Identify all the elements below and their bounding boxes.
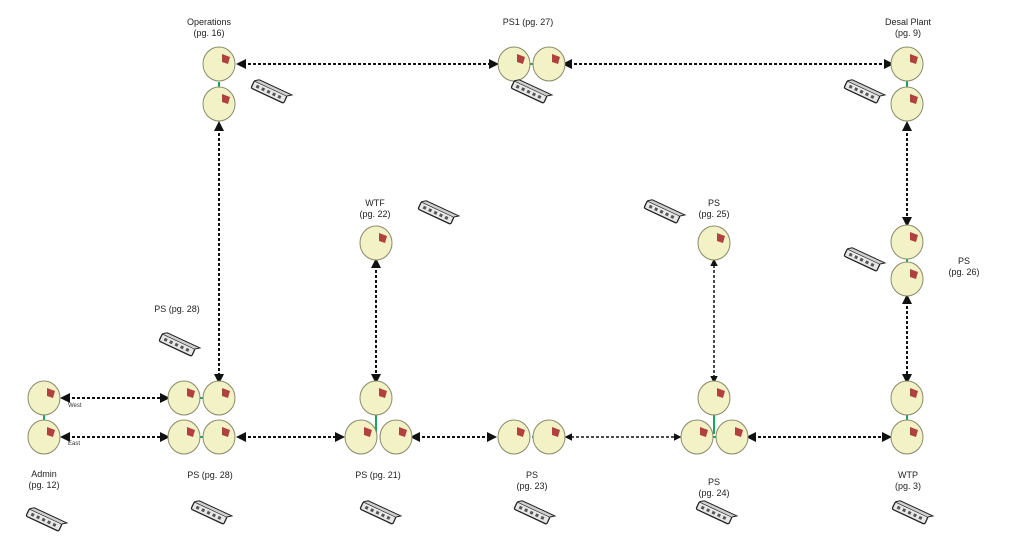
site-label-ps24: PS(pg. 24) bbox=[698, 477, 730, 498]
router-node-icon bbox=[532, 419, 566, 455]
router-node-icon bbox=[497, 46, 531, 82]
router-node-icon bbox=[344, 419, 378, 455]
router-node-icon bbox=[890, 86, 924, 122]
site-label-ps28-top: PS (pg. 28) bbox=[154, 304, 200, 314]
switch-icon bbox=[25, 507, 69, 532]
router-node-icon bbox=[202, 419, 236, 455]
router-node-icon bbox=[680, 419, 714, 455]
router-node-icon bbox=[497, 419, 531, 455]
site-label-desal-plant: Desal Plant(pg. 9) bbox=[884, 17, 932, 38]
switch-icon bbox=[843, 79, 887, 104]
switch-icon bbox=[359, 500, 403, 525]
site-label-admin: Admin(pg. 12) bbox=[28, 469, 60, 490]
router-node-icon bbox=[167, 419, 201, 455]
router-node-icon bbox=[202, 380, 236, 416]
site-label-ps1: PS1 (pg. 27) bbox=[502, 17, 554, 27]
switch-icon bbox=[643, 199, 687, 224]
site-label-ps23: PS(pg. 23) bbox=[516, 470, 548, 491]
switch-devices bbox=[25, 79, 935, 532]
local-links bbox=[43, 63, 908, 438]
site-label-wtf: WTF(pg. 22) bbox=[359, 198, 391, 219]
site-label-ps28-bottom: PS (pg. 28) bbox=[187, 470, 233, 480]
site-label-ps26: PS(pg. 26) bbox=[948, 256, 980, 277]
router-node-icon bbox=[27, 380, 61, 416]
router-node-icon bbox=[202, 86, 236, 122]
link-label-east: East bbox=[68, 441, 81, 447]
router-nodes bbox=[27, 46, 924, 455]
router-node-icon bbox=[890, 419, 924, 455]
switch-icon bbox=[250, 79, 294, 104]
site-label-ps25: PS(pg. 25) bbox=[698, 198, 730, 219]
router-node-icon bbox=[27, 419, 61, 455]
fiber-links bbox=[60, 59, 912, 442]
router-node-icon bbox=[890, 261, 924, 297]
router-node-icon bbox=[697, 225, 731, 261]
router-node-icon bbox=[890, 380, 924, 416]
site-label-wtp: WTP(pg. 3) bbox=[894, 470, 922, 491]
router-node-icon bbox=[359, 380, 393, 416]
switch-icon bbox=[190, 500, 234, 525]
router-node-icon bbox=[379, 419, 413, 455]
router-node-icon bbox=[167, 380, 201, 416]
switch-icon bbox=[843, 247, 887, 272]
router-node-icon bbox=[890, 46, 924, 82]
site-label-ps21: PS (pg. 21) bbox=[355, 470, 401, 480]
site-label-operations: Operations(pg. 16) bbox=[186, 17, 232, 38]
switch-icon bbox=[158, 332, 202, 357]
router-node-icon bbox=[697, 380, 731, 416]
router-node-icon bbox=[359, 225, 393, 261]
router-node-icon bbox=[715, 419, 749, 455]
switch-icon bbox=[510, 79, 554, 104]
switch-icon bbox=[891, 500, 935, 525]
router-node-icon bbox=[202, 46, 236, 82]
link-label-west: West bbox=[68, 403, 82, 409]
switch-icon bbox=[417, 200, 461, 225]
switch-icon bbox=[513, 500, 557, 525]
router-node-icon bbox=[532, 46, 566, 82]
router-node-icon bbox=[890, 224, 924, 260]
switch-icon bbox=[695, 500, 739, 525]
